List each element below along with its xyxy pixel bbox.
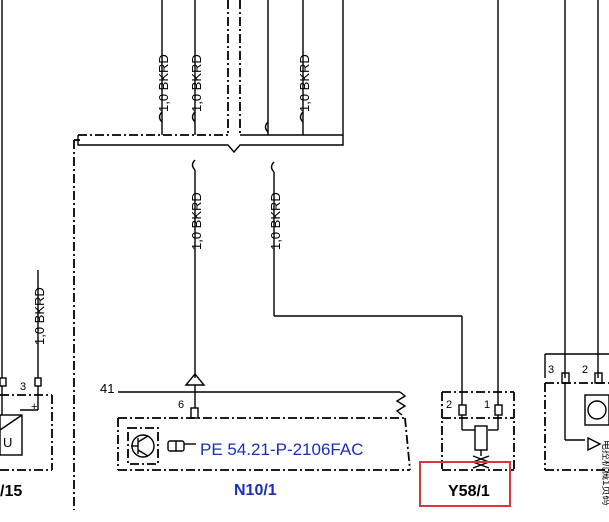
wire-label-mid-2: 1,0 BKRD	[268, 192, 283, 250]
right-pin-3-label: 3	[548, 364, 554, 376]
n10-pin-41-label: 41	[100, 381, 114, 396]
left-u-label: U	[3, 435, 12, 450]
right-component-block	[544, 0, 609, 471]
left-component-block	[0, 377, 53, 471]
left-component-name: /15	[0, 483, 22, 500]
n10-pin-6-label: 6	[178, 399, 184, 411]
left-plus-label: +	[31, 401, 37, 413]
wire-label-top-left-1: 1,0 BKRD	[156, 54, 171, 112]
n10-reference-link[interactable]: PE 54.21-P-2106FAC	[200, 440, 363, 459]
pointing-hand-icon[interactable]	[167, 440, 196, 452]
y58-highlight-box	[419, 461, 511, 507]
y58-pin-1-label: 1	[484, 399, 490, 411]
wire-label-top-right-1: 1,0 BKRD	[297, 54, 312, 112]
left-pin-3-label: 3	[20, 381, 26, 393]
right-vertical-note: 电控机械1页码	[600, 440, 609, 506]
n10-component	[117, 372, 411, 471]
y58-component	[441, 391, 515, 471]
wire-label-top-left-2: 1,0 BKRD	[189, 54, 204, 112]
wire-label-mid-1: 1,0 BKRD	[189, 192, 204, 250]
n10-component-name: N10/1	[234, 482, 277, 499]
y58-pin-2-label: 2	[446, 399, 452, 411]
left-wires	[1, 0, 39, 378]
middle-wires	[191, 0, 499, 405]
right-pin-2-label: 2	[582, 364, 588, 376]
wire-label-left: 1,0 BKRD	[32, 287, 47, 345]
top-wire-bundle	[77, 0, 344, 154]
y58-component-name: Y58/1	[448, 483, 490, 500]
